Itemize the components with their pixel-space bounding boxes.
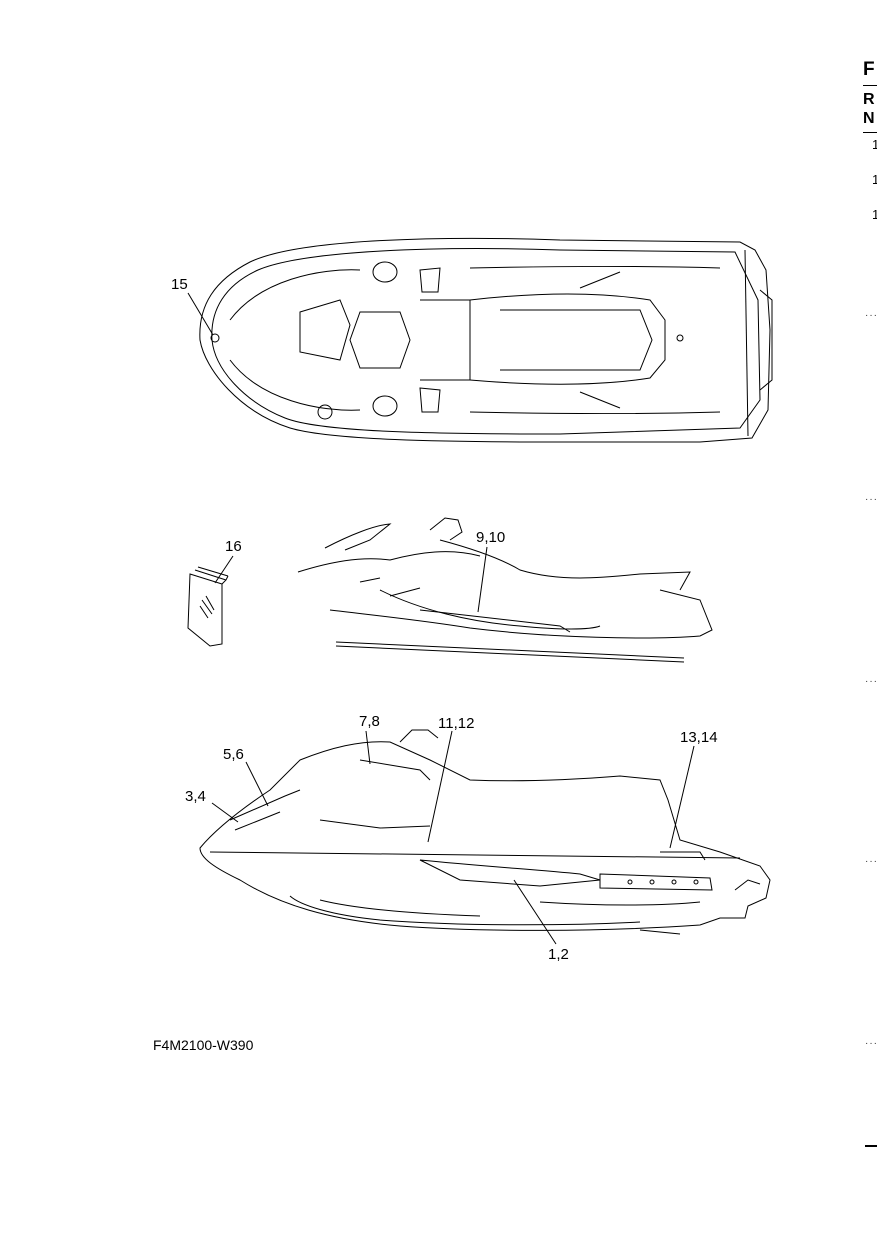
callout-13-14: 13,14: [680, 729, 718, 746]
edge-dash: ···: [865, 856, 877, 867]
callout-9-10: 9,10: [476, 529, 506, 546]
callout-16: 16: [225, 538, 242, 555]
edge-dash: ···: [865, 1038, 877, 1049]
edge-letter-f: F: [863, 59, 875, 80]
callout-1-2: 1,2: [548, 946, 569, 963]
callout-11-12: 11,12: [438, 715, 475, 732]
figure-code: F4M2100-W390: [153, 1037, 254, 1053]
side-view-upper: [297, 517, 713, 663]
edge-row-2: 1: [872, 172, 877, 187]
edge-rule: [865, 1145, 877, 1147]
callout-7-8: 7,8: [359, 713, 380, 730]
callout-15: 15: [171, 276, 188, 293]
edge-letter-n: N: [863, 110, 875, 127]
edge-rule: [863, 132, 877, 133]
edge-rule: [863, 85, 877, 86]
edge-row-3: 1: [872, 207, 877, 222]
side-view-full: [199, 729, 771, 935]
top-view-hull: [199, 237, 773, 443]
edge-dash: ···: [865, 310, 877, 321]
mat-part: [187, 566, 229, 647]
callout-5-6: 5,6: [223, 746, 244, 763]
edge-dash: ···: [865, 494, 877, 505]
edge-row-1: 1: [872, 137, 877, 152]
edge-dash: ···: [865, 676, 877, 687]
callout-3-4: 3,4: [185, 788, 206, 805]
edge-letter-r: R: [863, 91, 875, 108]
